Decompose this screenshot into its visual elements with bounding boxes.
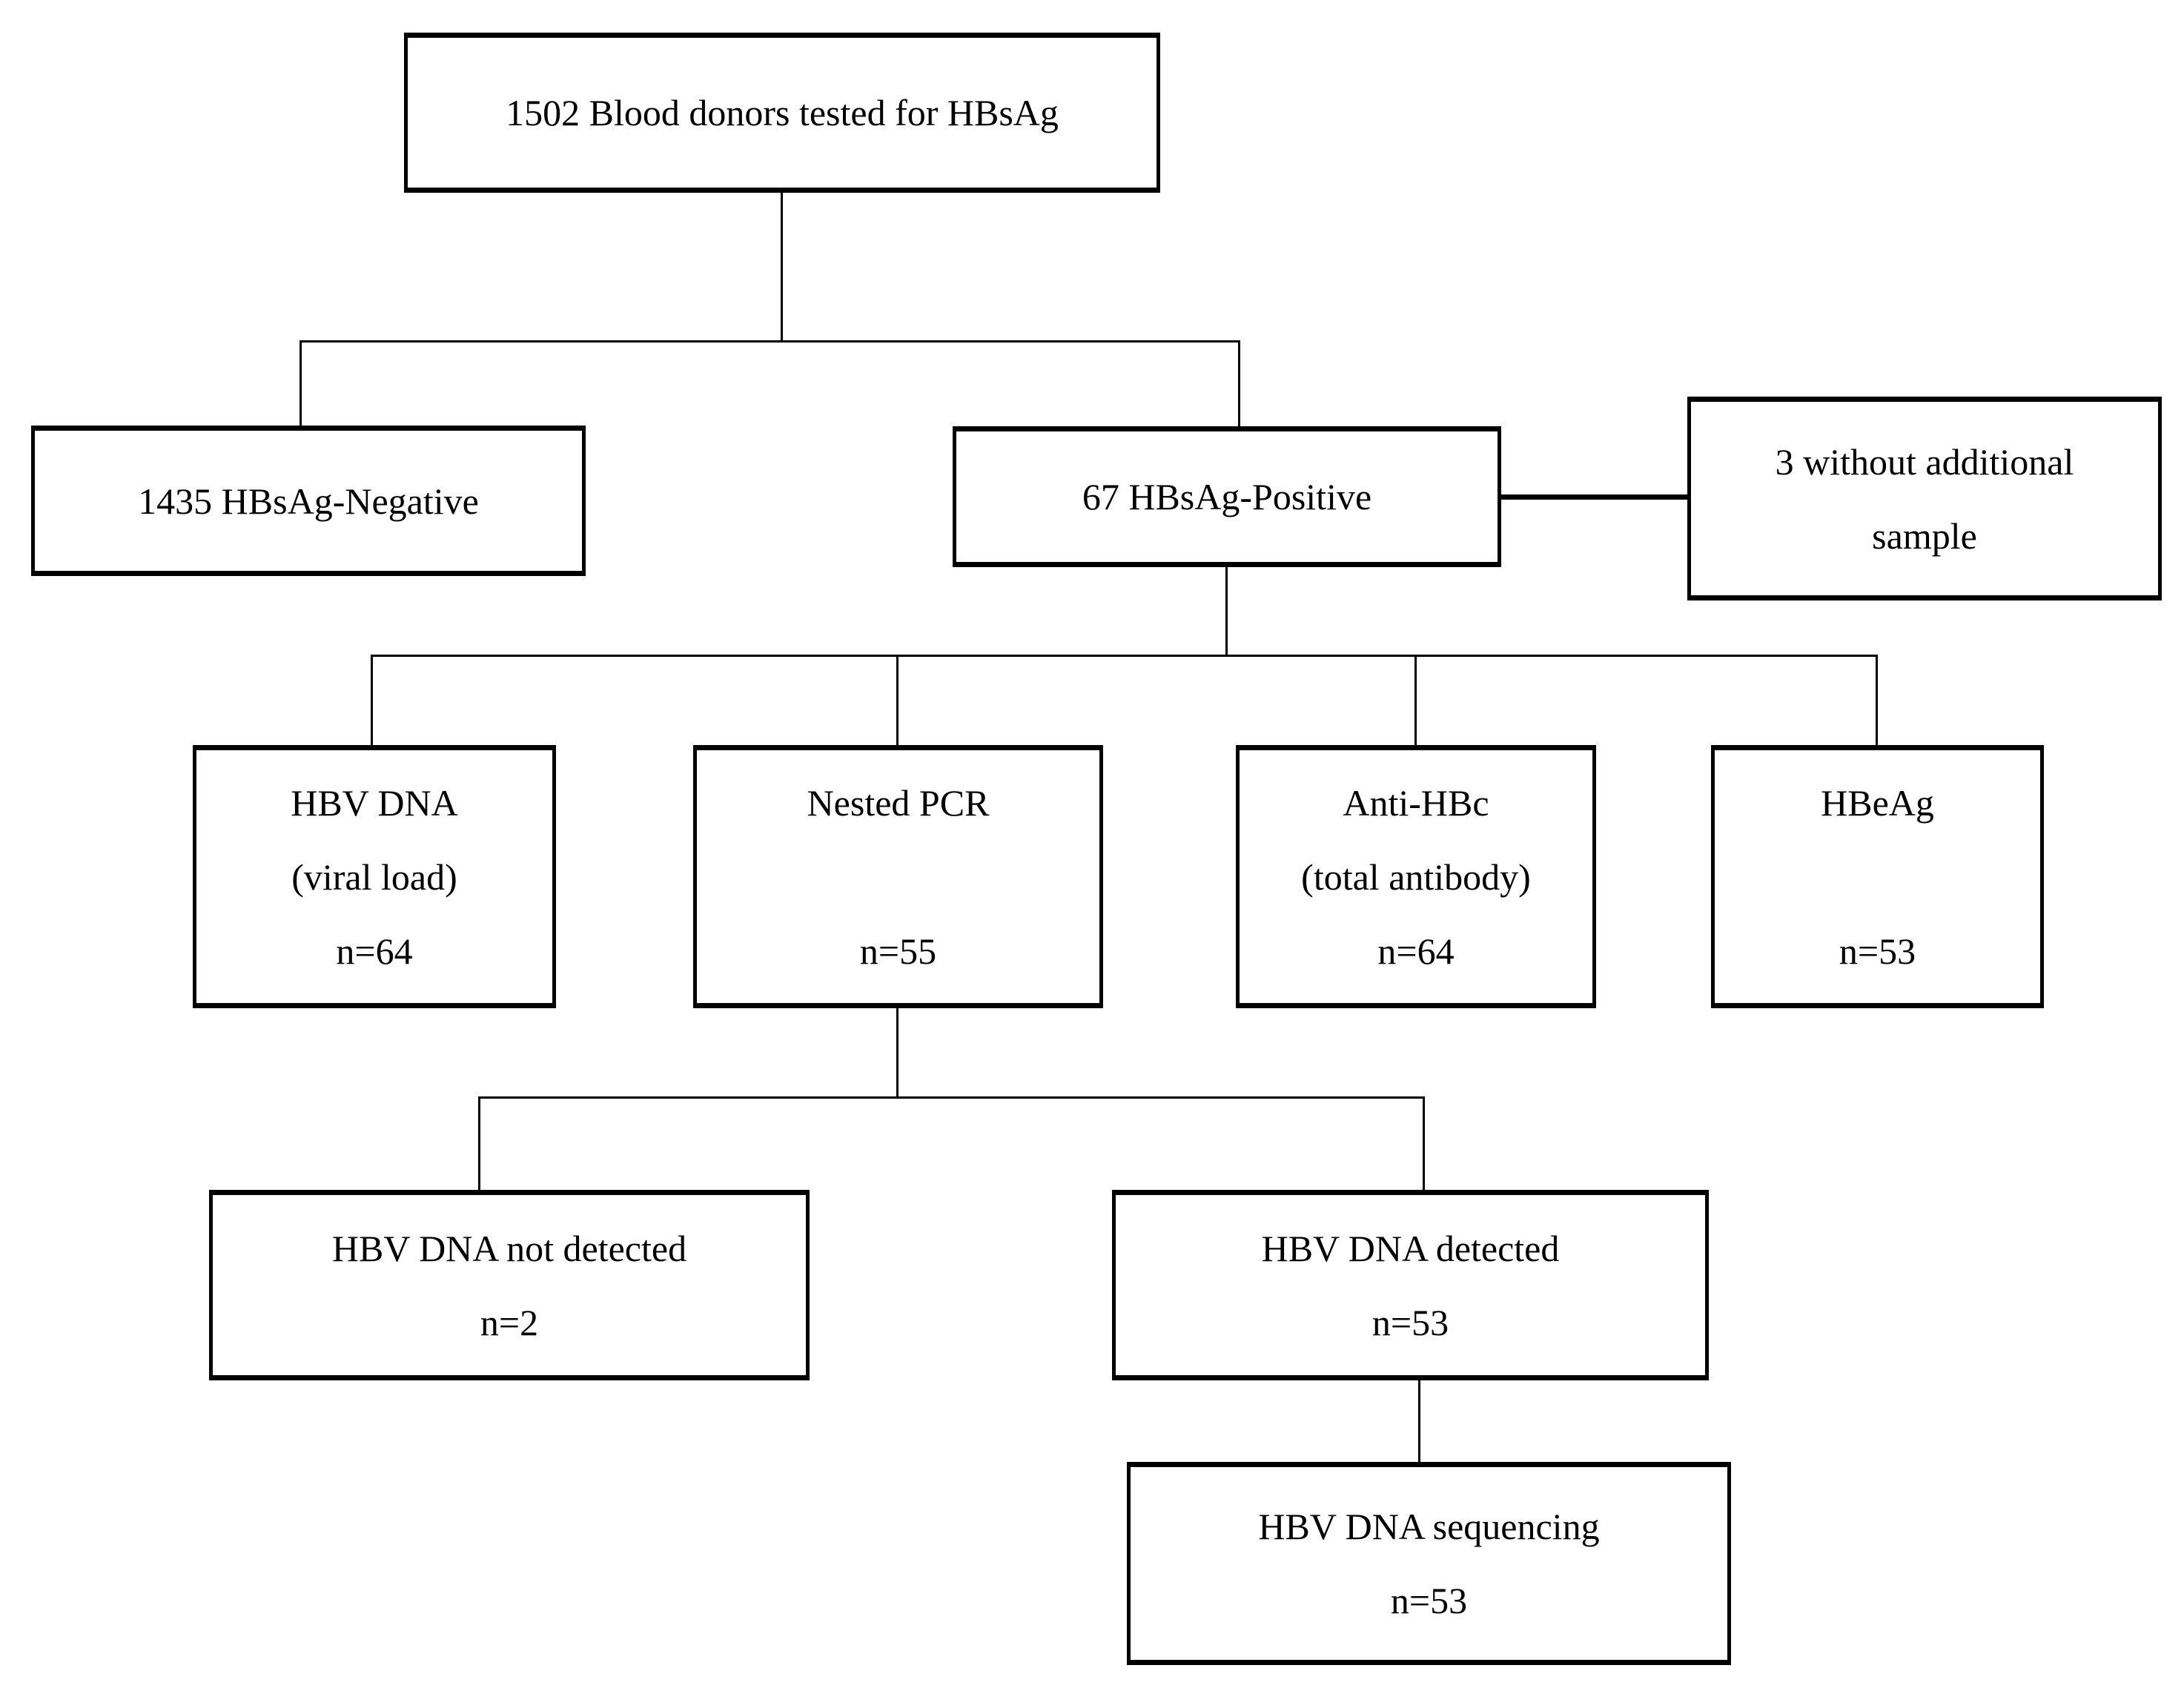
node-blood-donors: 1502 Blood donors tested for HBsAg	[404, 33, 1160, 193]
connector-positive-stem	[1225, 567, 1228, 656]
connector-drop-positive	[1238, 340, 1240, 428]
node-hbv-dna-sequencing: HBV DNA sequencing n=53	[1127, 1462, 1731, 1665]
connector-drop-nested-pcr	[896, 655, 899, 747]
node-anti-hbc-line1: Anti-HBc	[1343, 781, 1489, 824]
connector-row2-branch-bar	[300, 340, 1240, 342]
node-without-additional-sample-line2: sample	[1872, 514, 1977, 557]
connector-nested-pcr-stem	[896, 1008, 899, 1097]
node-nested-pcr-line1: Nested PCR	[807, 781, 990, 824]
node-nested-pcr: Nested PCR n=55	[693, 745, 1103, 1008]
node-without-additional-sample-line1: 3 without additional	[1775, 440, 2074, 483]
node-anti-hbc: Anti-HBc (total antibody) n=64	[1236, 745, 1596, 1008]
connector-row3-branch-bar	[371, 655, 1878, 657]
node-hbv-dna-viral-load-count: n=64	[336, 930, 413, 972]
node-hbv-dna-sequencing-count: n=53	[1390, 1580, 1468, 1621]
node-hbsag-negative: 1435 HBsAg-Negative	[31, 426, 586, 576]
node-hbv-dna-not-detected-line1: HBV DNA not detected	[331, 1227, 687, 1269]
node-hbv-dna-viral-load-line2: (viral load)	[291, 856, 457, 898]
node-hbv-dna-viral-load-line1: HBV DNA	[291, 781, 458, 824]
node-hbv-dna-not-detected: HBV DNA not detected n=2	[209, 1190, 810, 1380]
connector-drop-negative	[300, 340, 302, 428]
node-hbsag-positive: 67 HBsAg-Positive	[953, 426, 1501, 567]
node-without-additional-sample: 3 without additional sample	[1687, 397, 2162, 600]
node-hbv-dna-sequencing-line1: HBV DNA sequencing	[1258, 1506, 1600, 1547]
node-blood-donors-label: 1502 Blood donors tested for HBsAg	[506, 92, 1059, 133]
node-hbeag-line1: HBeAg	[1821, 781, 1934, 824]
connector-drop-hbeag	[1876, 655, 1878, 747]
node-hbv-dna-detected-line1: HBV DNA detected	[1261, 1227, 1560, 1269]
node-anti-hbc-line2: (total antibody)	[1301, 856, 1531, 898]
node-hbv-dna-detected: HBV DNA detected n=53	[1112, 1190, 1709, 1380]
connector-drop-viral-load	[371, 655, 373, 747]
node-hbv-dna-viral-load: HBV DNA (viral load) n=64	[193, 745, 556, 1008]
connector-sequencing-stem	[1418, 1380, 1420, 1463]
connector-drop-anti-hbc	[1414, 655, 1417, 747]
node-hbeag-count: n=53	[1839, 930, 1916, 972]
node-hbsag-positive-label: 67 HBsAg-Positive	[1082, 476, 1372, 517]
connector-drop-not-detected	[478, 1096, 480, 1191]
connector-row4-branch-bar	[478, 1096, 1425, 1099]
connector-no-sample-link	[1501, 494, 1687, 500]
node-hbv-dna-detected-count: n=53	[1371, 1301, 1449, 1343]
node-hbeag: HBeAg n=53	[1711, 745, 2044, 1008]
node-nested-pcr-count: n=55	[859, 930, 937, 972]
node-hbsag-negative-label: 1435 HBsAg-Negative	[138, 480, 479, 522]
connector-donors-stem	[781, 193, 783, 341]
connector-drop-detected	[1423, 1096, 1425, 1191]
node-anti-hbc-count: n=64	[1377, 930, 1455, 972]
node-hbv-dna-not-detected-count: n=2	[480, 1301, 539, 1343]
